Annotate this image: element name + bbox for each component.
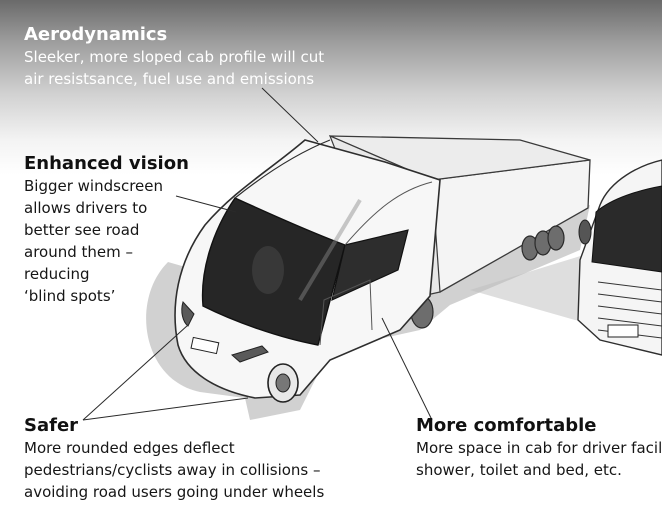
callout-text-line: More space in cab for driver facilities …	[416, 439, 662, 457]
callout-text-line: shower, toilet and bed, etc.	[416, 461, 622, 479]
callout-enhanced-vision: Enhanced vision Bigger windscreen allows…	[24, 153, 189, 307]
callout-text-line: air resistsance, fuel use and emissions	[24, 70, 315, 88]
callout-more-comfortable-title: More comfortable	[416, 415, 597, 436]
callout-safer: Safer More rounded edges deflect pedestr…	[24, 415, 384, 503]
callout-text-line: allows drivers to	[24, 199, 148, 217]
callout-aerodynamics-title: Aerodynamics	[24, 24, 168, 45]
callout-aerodynamics: Aerodynamics Sleeker, more sloped cab pr…	[24, 24, 364, 90]
callout-safer-title: Safer	[24, 415, 79, 436]
second-truck-windscreen	[591, 185, 662, 273]
leader-safer-b	[82, 397, 249, 421]
side-window	[331, 229, 409, 302]
leader-aerodynamics	[261, 87, 319, 143]
headlight-left	[181, 301, 195, 327]
callout-text-line: More rounded edges deflect	[24, 439, 235, 457]
callout-more-comfortable-text: More space in cab for driver facilities …	[416, 437, 662, 481]
callout-enhanced-vision-title: Enhanced vision	[24, 153, 189, 174]
leader-safer-a	[82, 324, 189, 421]
leader-vision	[175, 195, 237, 213]
callout-aerodynamics-text: Sleeker, more sloped cab profile will cu…	[24, 46, 364, 90]
leader-comfort	[381, 317, 433, 421]
callout-more-comfortable: More comfortable More space in cab for d…	[416, 415, 662, 481]
callout-enhanced-vision-text: Bigger windscreen allows drivers to bett…	[24, 175, 189, 307]
callout-text-line: ‘blind spots’	[24, 287, 116, 305]
callout-text-line: avoiding road users going under wheels	[24, 483, 325, 501]
callout-text-line: reducing	[24, 265, 90, 283]
callout-text-line: better see road	[24, 221, 140, 239]
headlight-right	[230, 345, 269, 363]
callout-safer-text: More rounded edges deflect pedestrians/c…	[24, 437, 384, 503]
callout-text-line: pedestrians/cyclists away in collisions …	[24, 461, 321, 479]
callout-text-line: Sleeker, more sloped cab profile will cu…	[24, 48, 325, 66]
callout-leaders	[82, 87, 433, 421]
callout-text-line: around them –	[24, 243, 134, 261]
callout-text-line: Bigger windscreen	[24, 177, 163, 195]
number-plate	[190, 336, 220, 355]
